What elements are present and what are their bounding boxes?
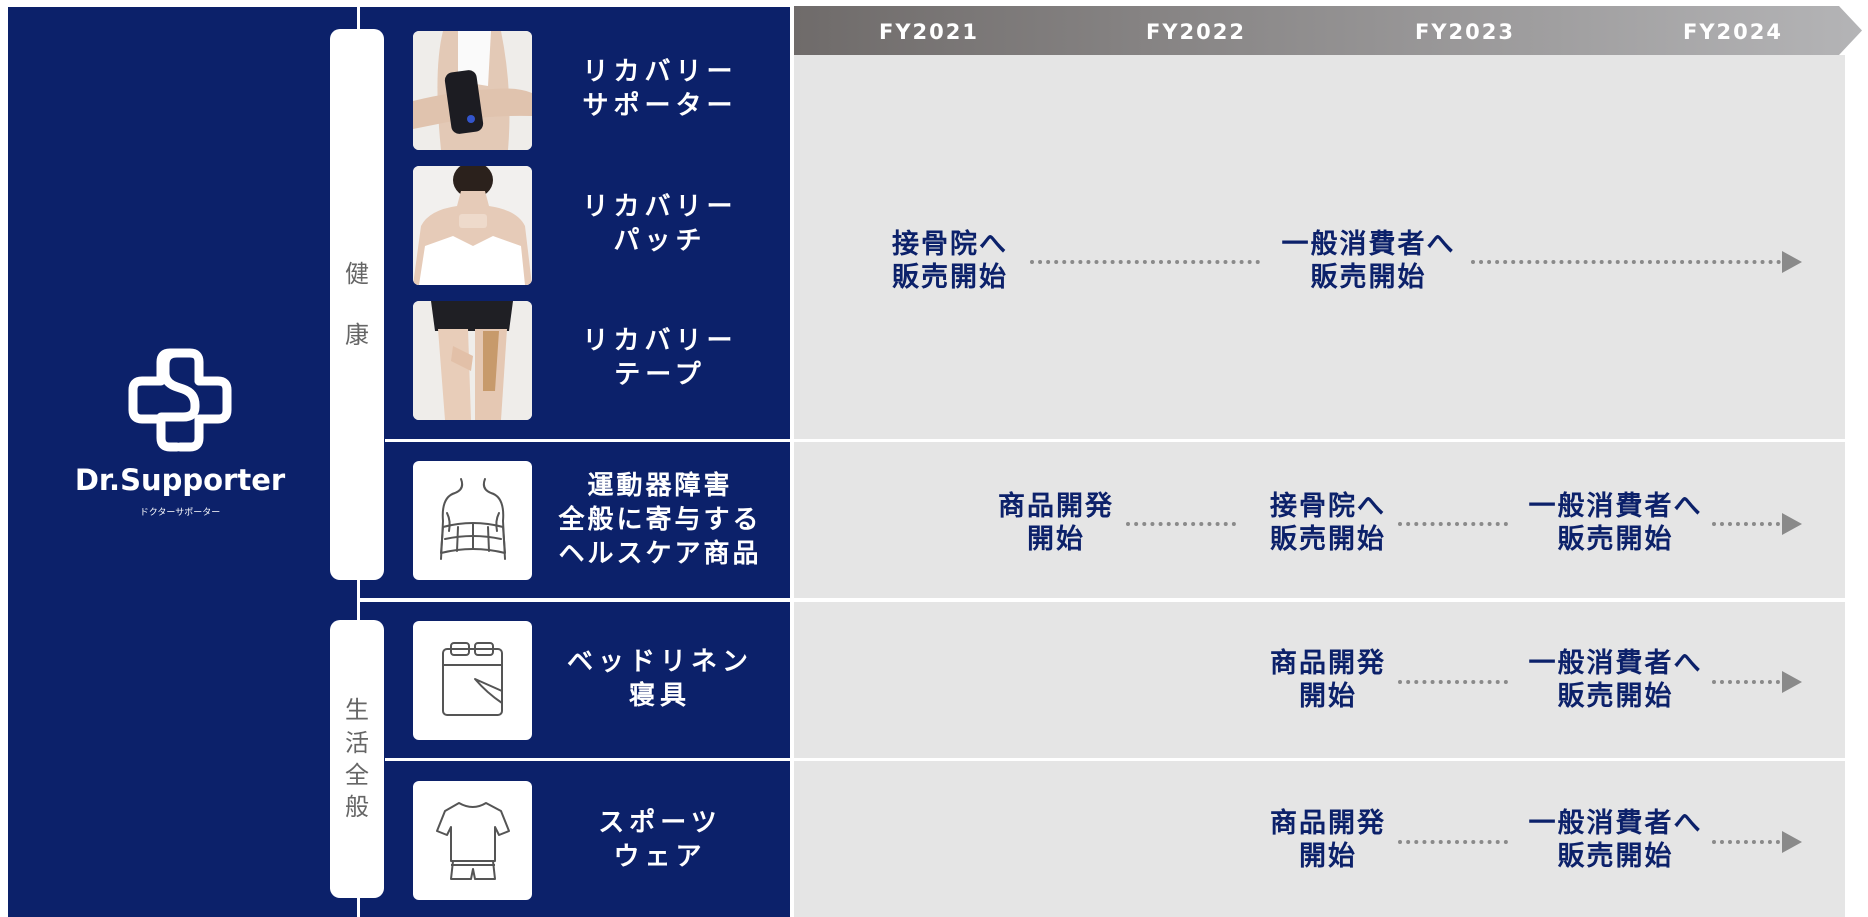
timeline-dots: [1712, 522, 1780, 526]
wrist-supporter-photo: [413, 31, 532, 150]
year-label: FY2022: [1146, 20, 1246, 44]
milestone-label: 接骨院へ 販売開始: [892, 229, 1008, 293]
torso-belt-icon: [413, 461, 532, 580]
timeline-dots: [1398, 680, 1508, 684]
bedding-icon: [413, 621, 532, 740]
timeline-dots: [1471, 260, 1781, 264]
product-name: リカバリー テープ: [582, 326, 738, 390]
timeline-band-recovery: [794, 55, 1845, 439]
year-label: FY2021: [879, 20, 979, 44]
product-name: リカバリー パッチ: [582, 192, 738, 256]
product-name: ベッドリネン 寝具: [566, 647, 753, 711]
milestone-label: 一般消費者へ 販売開始: [1528, 808, 1703, 872]
milestone-label: 商品開発 開始: [1270, 648, 1386, 712]
brand-name: Dr.Supporter: [74, 463, 286, 497]
timeline-band-healthcare: [794, 442, 1845, 598]
milestone-label: 商品開発 開始: [1270, 808, 1386, 872]
timeline-dots: [1712, 680, 1780, 684]
brand-logo: Dr.Supporter ドクターサポーター: [70, 345, 290, 525]
brand-panel: [8, 7, 357, 917]
product-name: 運動器障害 全般に寄与する ヘルスケア商品: [558, 471, 762, 569]
timeline-band-sportswear: [794, 761, 1845, 917]
timeline-dots: [1126, 522, 1236, 526]
milestone-label: 一般消費者へ 販売開始: [1281, 229, 1456, 293]
timeline-dots: [1398, 840, 1508, 844]
sportswear-icon: [413, 781, 532, 900]
product-name: リカバリー サポーター: [582, 57, 738, 121]
timeline-band-bedding: [794, 602, 1845, 758]
row-divider: [385, 758, 790, 761]
row-divider: [385, 439, 790, 442]
milestone-label: 一般消費者へ 販売開始: [1528, 648, 1703, 712]
category-char: 全: [345, 761, 369, 789]
timeline-header: FY2021 FY2022 FY2023 FY2024: [794, 6, 1862, 55]
category-char: 般: [345, 793, 369, 822]
back-patch-photo: [413, 166, 532, 285]
leg-tape-photo: [413, 301, 532, 420]
category-char: 生: [345, 696, 369, 725]
cross-s-logo-icon: [128, 348, 232, 452]
timeline-dots: [1030, 260, 1260, 264]
category-lifestyle: 生 活 全 般: [330, 620, 384, 898]
timeline-arrow-icon: [1782, 513, 1802, 535]
brand-subtitle: ドクターサポーター: [139, 508, 221, 518]
timeline-dots: [1398, 522, 1508, 526]
milestone-label: 一般消費者へ 販売開始: [1528, 491, 1703, 555]
row-divider: [360, 598, 790, 602]
category-char: 康: [345, 320, 369, 349]
milestone-label: 商品開発 開始: [998, 491, 1114, 555]
milestone-label: 接骨院へ 販売開始: [1270, 491, 1386, 555]
category-char: 健: [345, 260, 369, 289]
year-label: FY2024: [1683, 20, 1783, 44]
timeline-arrow-icon: [1782, 251, 1802, 273]
product-name: スポーツ ウェア: [598, 808, 722, 872]
timeline-arrow-icon: [1782, 831, 1802, 853]
timeline-arrow-icon: [1782, 671, 1802, 693]
category-health: 健 康: [330, 29, 384, 580]
year-label: FY2023: [1415, 20, 1515, 44]
category-char: 活: [345, 728, 369, 757]
timeline-dots: [1712, 840, 1780, 844]
